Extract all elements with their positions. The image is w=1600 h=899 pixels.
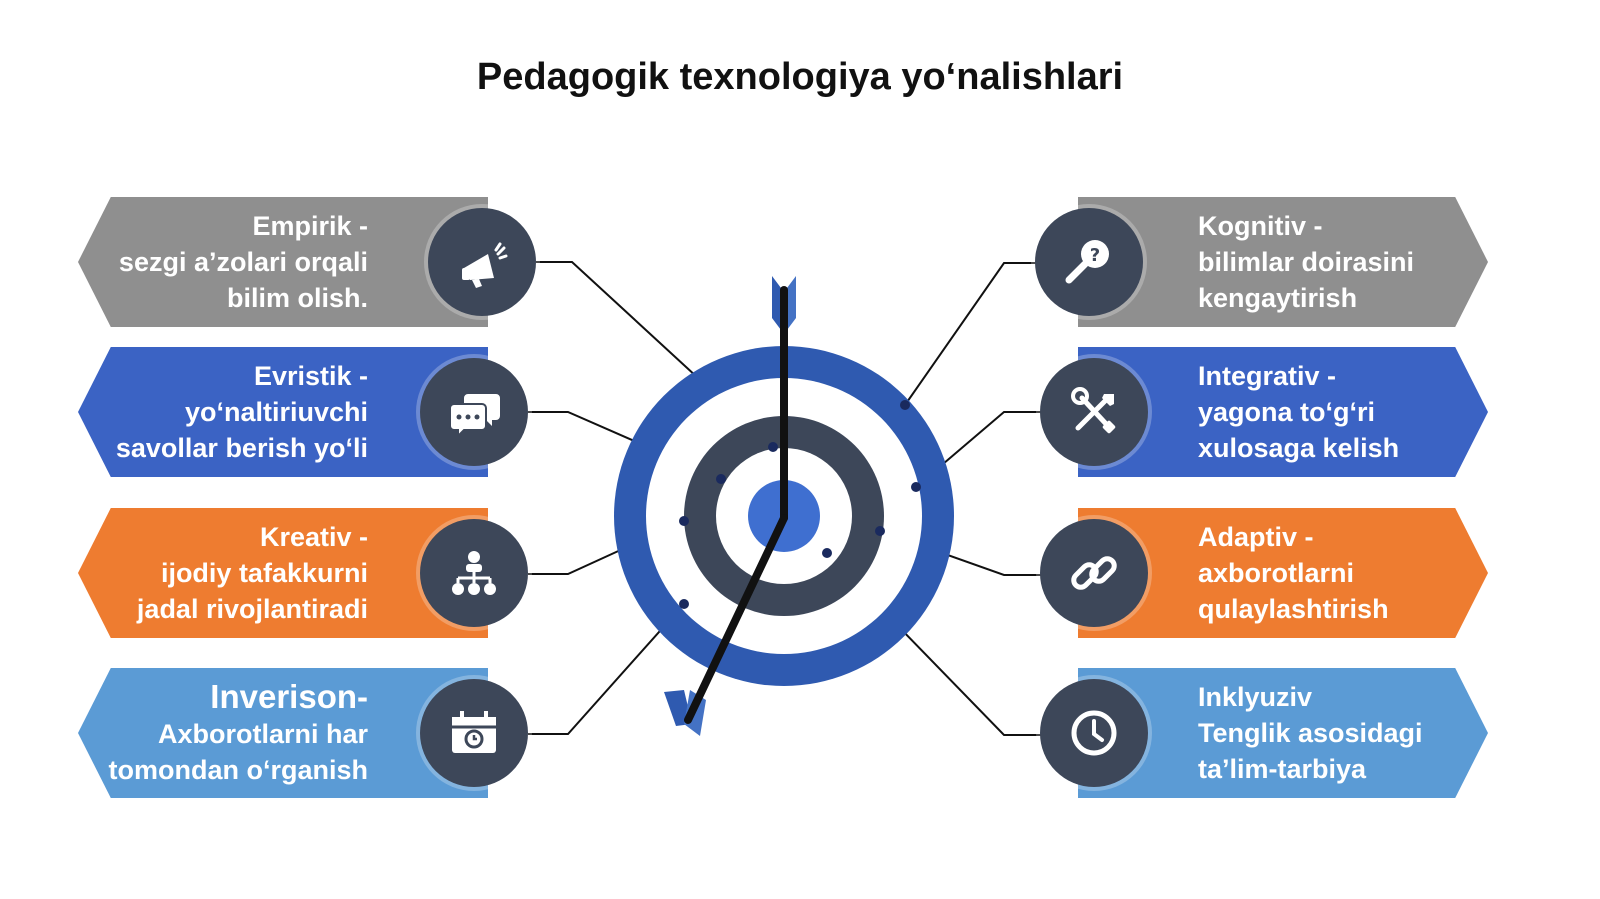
right-card-2-line-2: yagona to‘g‘ri bbox=[1198, 397, 1376, 427]
megaphone-icon bbox=[462, 242, 508, 288]
connector-left-4 bbox=[528, 603, 685, 735]
connector-dot-left-4 bbox=[679, 599, 689, 609]
left-card-1-line-2: sezgi a’zolari orqali bbox=[118, 247, 368, 277]
left-card-1-line-1: Empirik - bbox=[252, 211, 368, 241]
right-card-2-line-3: xulosaga kelish bbox=[1198, 433, 1400, 463]
arrow bbox=[664, 276, 796, 736]
right-icon-circle-3 bbox=[1040, 519, 1148, 627]
connector-dot-right-1 bbox=[900, 400, 910, 410]
connector-dot-right-4 bbox=[822, 548, 832, 558]
left-card-2-line-3: savollar berish yo‘li bbox=[115, 433, 368, 463]
connector-dots bbox=[679, 400, 921, 609]
left-card-4-line-1: Inverison- bbox=[210, 678, 368, 715]
right-card-4-line-1: Inklyuziv bbox=[1198, 682, 1313, 712]
left-card-3-line-1: Kreativ - bbox=[259, 522, 368, 552]
right-icon-circle-1: ? bbox=[1035, 208, 1143, 316]
arrow-shaft-diagonal bbox=[684, 514, 788, 724]
left-card-1-line-3: bilim olish. bbox=[226, 283, 368, 313]
tools-icon bbox=[1071, 387, 1116, 434]
link-icon bbox=[1071, 556, 1117, 590]
left-card-4-line-2: Axborotlarni har bbox=[157, 719, 368, 749]
right-card-1-line-1: Kognitiv - bbox=[1198, 211, 1323, 241]
right-card-1-line-3: kengaytirish bbox=[1198, 283, 1358, 313]
clock-icon bbox=[1071, 710, 1117, 756]
left-icon-circle-4 bbox=[420, 679, 528, 787]
left-card-4: Inverison- Axborotlarni har tomondan o‘rga… bbox=[78, 668, 488, 798]
right-card-2-line-1: Integrativ - bbox=[1198, 361, 1337, 391]
right-card-3-line-2: axborotlarni bbox=[1198, 558, 1355, 588]
left-card-1: Empirik - sezgi a’zolari orqali bilim olis… bbox=[78, 197, 488, 327]
connector-dot-right-3 bbox=[875, 526, 885, 536]
right-card-4-line-3: ta’lim-tarbiya bbox=[1198, 754, 1367, 784]
connector-dot-left-3 bbox=[679, 516, 689, 526]
left-icon-circle-2 bbox=[420, 358, 528, 466]
connector-dot-left-2 bbox=[716, 474, 726, 484]
right-icon-circle-2 bbox=[1040, 358, 1148, 466]
left-icon-circle-3 bbox=[420, 519, 528, 627]
search-question-icon: ? bbox=[1065, 240, 1109, 284]
left-card-4-line-3: tomondan o‘rganish bbox=[108, 755, 369, 785]
left-card-3-line-2: ijodiy tafakkurni bbox=[160, 558, 368, 588]
left-card-3-line-3: jadal rivojlantiradi bbox=[136, 594, 368, 624]
left-card-2-line-1: Evristik - bbox=[253, 361, 368, 391]
connector-right-2 bbox=[915, 411, 1042, 488]
connector-right-1 bbox=[904, 262, 1036, 406]
right-card-3-line-3: qulaylashtirish bbox=[1198, 594, 1389, 624]
hierarchy-icon bbox=[452, 551, 496, 595]
left-card-3: Kreativ - ijodiy tafakkurni jadal rivojlan… bbox=[78, 508, 488, 638]
calendar-clock-icon bbox=[452, 711, 496, 753]
svg-text:?: ? bbox=[1090, 245, 1100, 266]
right-card-1: Kognitiv - bilimlar doirasini kengaytirish bbox=[1078, 197, 1488, 327]
right-card-1-line-2: bilimlar doirasini bbox=[1198, 247, 1415, 277]
left-card-2-line-2: yo‘naltiriuvchi bbox=[184, 397, 368, 427]
left-icon-circle-1 bbox=[428, 208, 536, 316]
right-icon-circle-4 bbox=[1040, 679, 1148, 787]
connector-dot-right-2 bbox=[911, 482, 921, 492]
right-card-4-line-2: Tenglik asosidagi bbox=[1198, 718, 1423, 748]
connector-dot-left-1 bbox=[768, 442, 778, 452]
page-title: Pedagogik texnologiya yo‘nalishlari bbox=[476, 56, 1124, 98]
left-card-2: Evristik - yo‘naltiriuvchi savollar berish… bbox=[78, 347, 488, 477]
right-card-3-line-1: Adaptiv - bbox=[1198, 522, 1314, 552]
chat-bubbles-icon bbox=[449, 394, 500, 439]
